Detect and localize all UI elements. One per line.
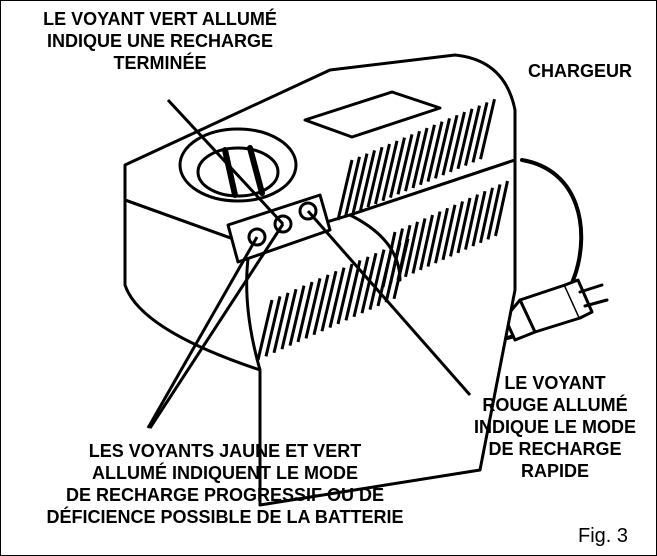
vent-slot xyxy=(384,242,402,303)
vent-slot xyxy=(426,121,444,182)
vents xyxy=(256,98,509,361)
vent-slot xyxy=(456,197,472,254)
vent-slot xyxy=(464,194,479,250)
vent-slot xyxy=(486,184,502,240)
vent-slot xyxy=(264,296,282,357)
vent-slot xyxy=(441,114,459,176)
vent-slot xyxy=(366,146,384,208)
vent-slot xyxy=(381,140,399,202)
vent-slot xyxy=(426,211,442,267)
label-red-led: LE VOYANT ROUGE ALLUMÉ INDIQUE LE MODE D… xyxy=(473,373,636,481)
leader-yellow-2 xyxy=(148,223,285,429)
vent-slot xyxy=(392,238,410,300)
vent-slot xyxy=(411,127,429,189)
vent-slot xyxy=(280,288,298,350)
vent-slot xyxy=(256,299,274,361)
vent-slot xyxy=(464,105,481,166)
vent-slot xyxy=(368,249,386,310)
vent-slot xyxy=(494,180,509,237)
vent-slot xyxy=(434,207,449,264)
leader-green xyxy=(166,98,285,226)
vent-slot xyxy=(479,187,494,244)
leader-red xyxy=(306,210,472,396)
vent-slot xyxy=(396,134,414,195)
vent-slot xyxy=(376,245,394,307)
vent-slot xyxy=(288,285,306,346)
vent-slot xyxy=(344,260,362,321)
vent-slot xyxy=(296,281,314,343)
vent-slot xyxy=(449,201,464,257)
vent-slot xyxy=(374,143,391,205)
leader-lines xyxy=(146,98,472,429)
label-green-led: LE VOYANT VERT ALLUMÉ INDIQUE UNE RECHAR… xyxy=(43,9,277,73)
vent-slot xyxy=(404,221,419,278)
vent-slot xyxy=(449,111,466,173)
vent-slot xyxy=(352,256,370,318)
vent-slot xyxy=(336,263,354,325)
vent-slot xyxy=(304,278,322,339)
vent-slot xyxy=(471,190,487,247)
vent-slot xyxy=(411,218,427,274)
vent-slot xyxy=(434,118,451,179)
vent-slot xyxy=(360,252,378,314)
label-charger: CHARGEUR xyxy=(528,61,633,81)
vent-slot xyxy=(404,130,421,192)
plug xyxy=(503,278,609,342)
vent-slot xyxy=(419,214,434,271)
leader-yellow-1 xyxy=(146,236,259,429)
figure-number: Fig. 3 xyxy=(578,525,629,547)
vent-slot xyxy=(328,267,346,328)
vent-slot xyxy=(419,124,436,186)
battery-socket xyxy=(178,127,298,203)
vent-slot xyxy=(456,108,474,170)
display-window xyxy=(303,90,442,139)
label-yellow-green-led: LES VOYANTS JAUNE ET VERT ALLUMÉ INDIQUE… xyxy=(46,441,404,527)
vent-slot xyxy=(351,153,369,214)
vent-slot xyxy=(336,159,354,221)
vent-slot xyxy=(359,150,376,211)
vent-slot xyxy=(312,274,330,336)
vent-slot xyxy=(441,204,457,261)
vent-slot xyxy=(471,102,489,163)
vent-slot xyxy=(389,137,406,198)
vent-slot xyxy=(320,270,338,332)
vent-slot xyxy=(344,156,361,218)
vent-slot xyxy=(272,292,290,354)
vent-slot xyxy=(479,98,496,160)
